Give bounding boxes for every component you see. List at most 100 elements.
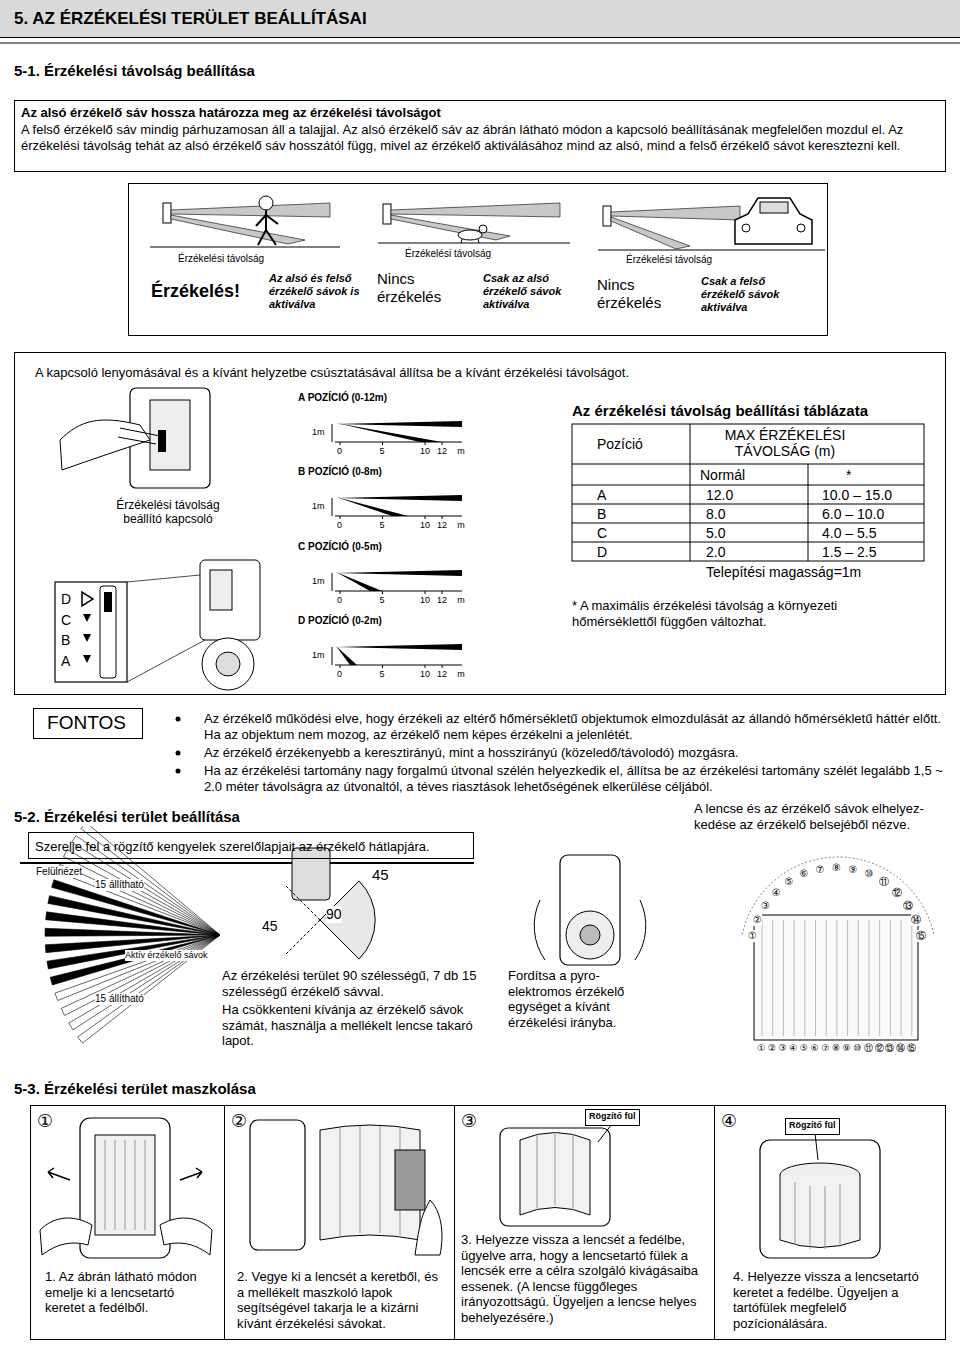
path-shape xyxy=(537,1132,573,1208)
line-shape xyxy=(340,442,341,445)
axis-tick: 0 xyxy=(337,520,342,531)
table-cell: C xyxy=(597,525,607,541)
line-shape xyxy=(382,665,383,668)
rect-shape xyxy=(760,202,788,213)
line-shape xyxy=(572,504,924,505)
ellipse-shape xyxy=(458,230,482,240)
path-shape xyxy=(48,1168,70,1180)
distance-label: Érzékelési távolság xyxy=(626,254,712,266)
zone-number: ⑤ xyxy=(800,1043,808,1054)
zone-number: ⑫ xyxy=(892,887,902,899)
zone-number: ⑭ xyxy=(911,914,921,926)
line-shape xyxy=(572,523,924,524)
position-title: A POZÍCIÓ (0-12m) xyxy=(298,392,387,404)
table-cell: 10.0 – 15.0 xyxy=(822,487,892,503)
bullet-text: Ha az érzékelési tartomány nagy forgalmú… xyxy=(204,763,946,794)
polygon-shape xyxy=(336,421,462,427)
path-shape xyxy=(795,1182,840,1249)
axis-tick: 10 xyxy=(420,595,430,606)
line-shape xyxy=(808,464,809,561)
table-header: Normál xyxy=(700,467,745,483)
zone-number: ⑧ xyxy=(832,1043,840,1054)
table-header: * xyxy=(846,467,851,483)
line-shape xyxy=(478,239,479,243)
result-label: Nincs érzékelés xyxy=(597,276,687,312)
polygon-shape xyxy=(83,634,91,642)
line-shape xyxy=(442,591,443,594)
switch-position: C xyxy=(61,612,71,629)
distance-label: Érzékelési távolság xyxy=(405,248,491,260)
line-shape xyxy=(0,43,960,44)
height-label: 1m xyxy=(312,650,325,661)
table-cell: 8.0 xyxy=(706,506,725,522)
bullet-text: Az érzékelő működési elve, hogy érzékeli… xyxy=(204,711,946,742)
axis-tick: 5 xyxy=(380,446,385,457)
polygon-shape xyxy=(336,646,357,665)
line-shape xyxy=(265,210,267,230)
table-cell: A xyxy=(597,487,606,503)
lens-arc xyxy=(742,857,934,935)
mounting-text: Szerelje fel a rögzítő kengyelek szerelő… xyxy=(35,839,469,855)
switch-position: B xyxy=(61,632,70,649)
step-caption: 3. Helyezze vissza a lencsét a fedélbe, … xyxy=(461,1232,709,1326)
distance-label: Érzékelési távolság xyxy=(178,253,264,265)
zone-number: ⑪ xyxy=(864,1043,873,1054)
step-panel: ②2. Vegye ki a lencsét a keretből, és a … xyxy=(224,1105,455,1340)
rect-shape xyxy=(754,915,918,1040)
detection-band xyxy=(55,935,220,1001)
axis-tick: 0 xyxy=(337,669,342,680)
box-heading: Az alsó érzékelő sáv hossza határozza me… xyxy=(21,105,939,121)
axis-tick: 5 xyxy=(380,595,385,606)
polygon-shape xyxy=(611,206,740,220)
rect-shape xyxy=(80,1118,170,1258)
important-label: FONTOS xyxy=(34,712,139,735)
switch-position: A xyxy=(61,653,70,670)
zone-number: ⑥ xyxy=(811,1043,819,1054)
line-shape xyxy=(425,591,426,594)
zone-number: ⑬ xyxy=(885,1043,894,1054)
path-shape xyxy=(735,198,812,244)
callout-text: Rögzítő fül xyxy=(789,1120,836,1131)
circle-shape xyxy=(176,769,181,774)
lens-strip xyxy=(826,920,827,1036)
line-shape xyxy=(340,591,341,594)
axis-tick: 12 xyxy=(437,446,447,457)
axis-unit: m xyxy=(457,595,465,606)
zone-number: ⑫ xyxy=(875,1043,884,1054)
lens-strip xyxy=(858,920,859,1036)
section-title: 5. AZ ÉRZÉKELÉSI TERÜLET BEÁLLÍTÁSAI xyxy=(0,0,960,29)
line-shape xyxy=(378,243,570,244)
zone-number: ④ xyxy=(772,887,781,899)
zone-number: ⑩ xyxy=(865,868,874,880)
zone-number: ⑦ xyxy=(815,864,824,876)
instruction-text: A kapcsoló lenyomásával és a kívánt hely… xyxy=(35,365,925,381)
path-shape xyxy=(105,1140,145,1230)
line-shape xyxy=(335,591,462,592)
rect-shape xyxy=(760,1140,880,1258)
line-shape xyxy=(690,424,691,561)
axis-unit: m xyxy=(457,520,465,531)
line-shape xyxy=(150,247,340,248)
lens-caption: A lencse és az érzékelő sávok elhelyez-k… xyxy=(694,801,949,832)
rect-shape xyxy=(560,855,620,965)
detection-band xyxy=(45,928,220,936)
zone-number: ② xyxy=(753,914,762,926)
line-shape xyxy=(258,230,266,245)
bullet-text: Az érzékelő érzékenyebb a keresztirányú,… xyxy=(204,745,946,761)
zone-number: ① xyxy=(748,930,757,942)
line-shape xyxy=(442,442,443,445)
table-cell: B xyxy=(597,506,606,522)
table-header: MAX ÉRZÉKELÉSI TÁVOLSÁG (m) xyxy=(715,427,855,459)
path-shape xyxy=(340,1126,400,1236)
circle-shape xyxy=(176,751,181,756)
section-heading: 5-2. Érzékelési terület beállítása xyxy=(14,808,240,826)
step-panel: ①1. Az ábrán látható módon emelje ki a l… xyxy=(30,1105,225,1340)
intro-box: Az alsó érzékelő sáv hossza határozza me… xyxy=(14,100,946,172)
g-shape xyxy=(572,424,924,561)
step-panel: ③3. Helyezze vissza a lencsét a fedélbe,… xyxy=(454,1105,715,1340)
polygon-shape xyxy=(336,495,462,501)
zone-number: ③ xyxy=(761,900,770,912)
polygon-shape xyxy=(391,215,510,240)
